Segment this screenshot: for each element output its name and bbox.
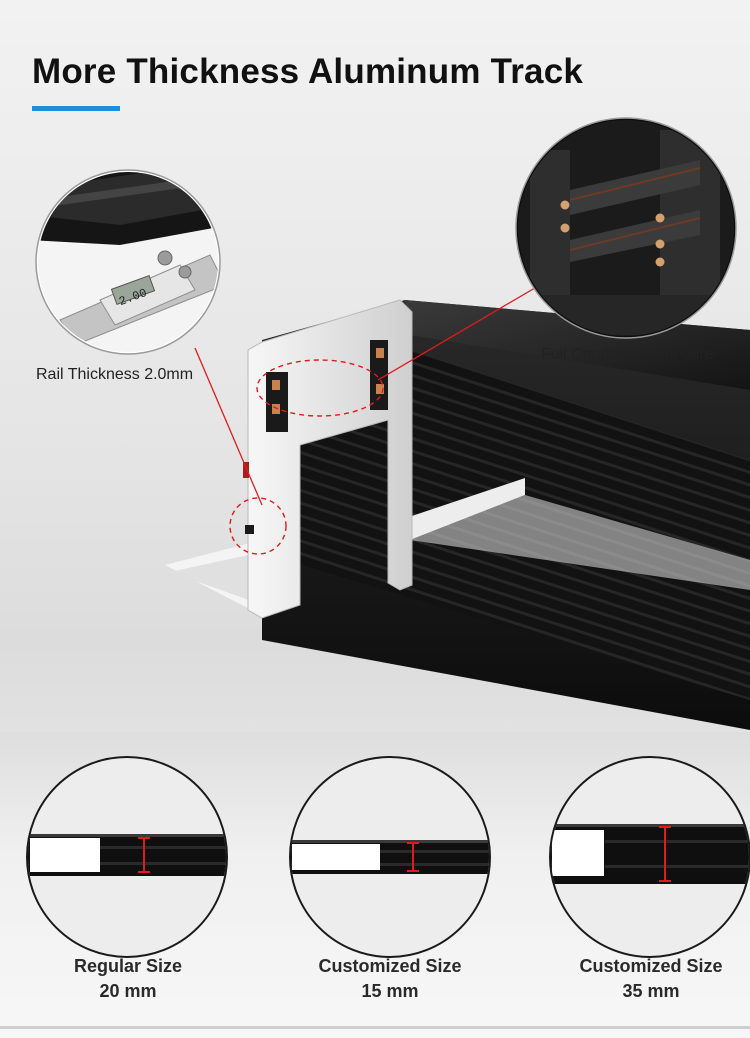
title-accent-bar xyxy=(32,106,120,111)
size-marker-15mm xyxy=(407,842,419,872)
size-circle-customized-35 xyxy=(549,756,750,958)
copper-wire-label: Full Copper of Four-wire xyxy=(541,346,714,363)
aluminum-track-profile-icon xyxy=(165,299,750,730)
size-marker-35mm xyxy=(659,826,671,882)
copper-highlight-marker xyxy=(256,359,384,417)
size-name: Regular Size xyxy=(73,956,183,976)
thickness-highlight-marker xyxy=(229,497,287,555)
page-title: More Thickness Aluminum Track xyxy=(32,52,584,91)
right-leader-line xyxy=(377,284,541,381)
rail-thickness-label: Rail Thickness 2.0mm xyxy=(36,366,194,383)
left-leader-line xyxy=(194,347,263,506)
size-name: Customized Size xyxy=(579,956,723,976)
size-label-customized-15: Customized Size 15 mm xyxy=(290,954,490,1004)
size-circle-customized-15 xyxy=(289,756,491,958)
caliper-closeup-icon: 2.00 xyxy=(35,169,221,355)
size-value: 15 mm xyxy=(361,981,419,1001)
size-label-customized-35: Customized Size 35 mm xyxy=(551,954,750,1004)
footer-divider xyxy=(0,1026,750,1029)
size-circle-regular xyxy=(26,756,228,958)
size-name: Customized Size xyxy=(318,956,462,976)
size-label-regular: Regular Size 20 mm xyxy=(28,954,228,1004)
copper-conductor-icon xyxy=(272,348,384,414)
size-value: 35 mm xyxy=(622,981,680,1001)
size-value: 20 mm xyxy=(99,981,157,1001)
copper-wire-closeup-icon xyxy=(515,117,737,339)
size-marker-20mm xyxy=(138,837,150,873)
